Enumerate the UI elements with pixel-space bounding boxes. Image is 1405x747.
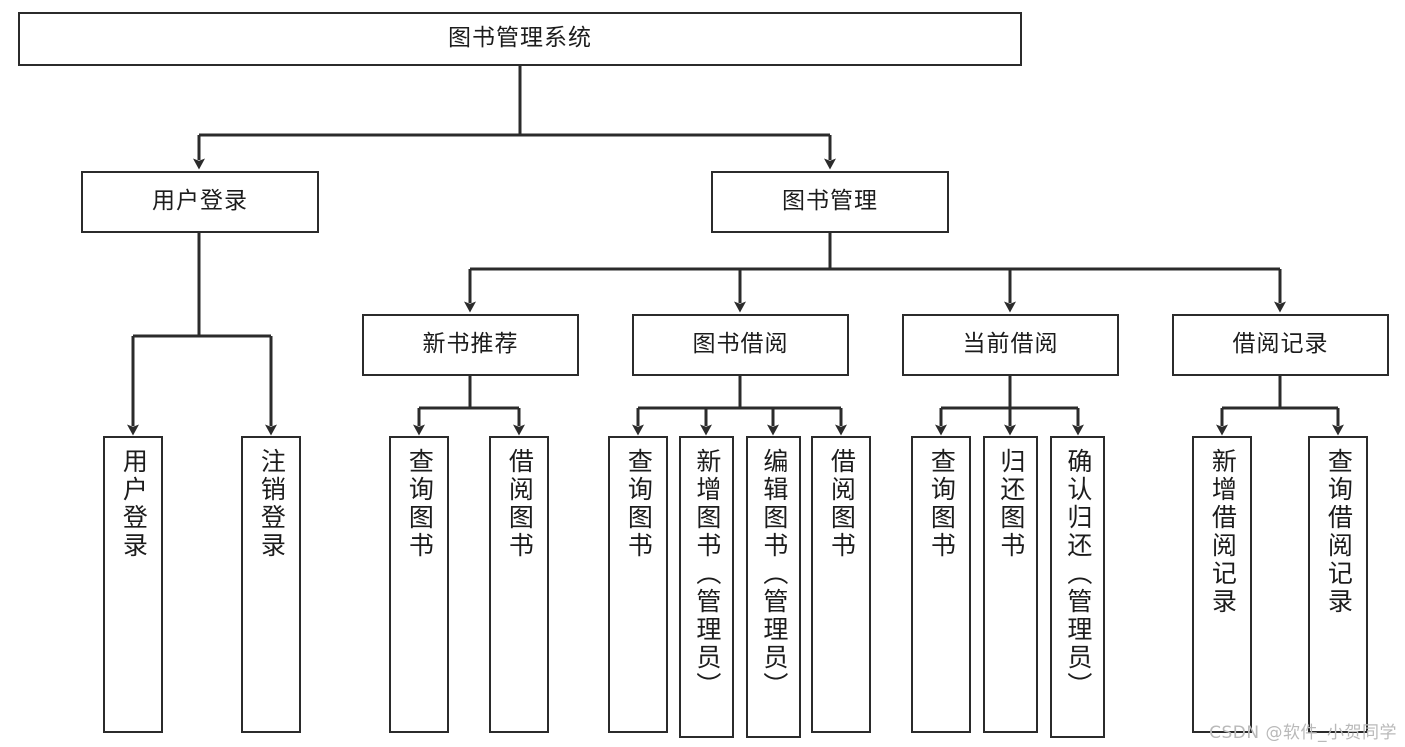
leaf-borrow-edit-book-admin-label: 编辑图书（管理员） xyxy=(759,448,789,700)
node-book-management-label: 图书管理 xyxy=(782,188,878,215)
node-new-book-recommend[interactable]: 新书推荐 xyxy=(362,314,579,376)
node-borrow-record-label: 借阅记录 xyxy=(1232,331,1329,358)
node-book-borrow-label: 图书借阅 xyxy=(692,331,789,358)
leaf-borrow-edit-book-admin[interactable]: 编辑图书（管理员） xyxy=(746,436,801,738)
node-root[interactable]: 图书管理系统 xyxy=(18,12,1022,66)
csdn-watermark: CSDN @软件_小贺同学 xyxy=(1209,723,1397,743)
leaf-newbook-borrow-book[interactable]: 借阅图书 xyxy=(489,436,549,733)
leaf-record-query-record[interactable]: 查询借阅记录 xyxy=(1308,436,1368,733)
leaf-current-query-book[interactable]: 查询图书 xyxy=(911,436,971,733)
node-user-login[interactable]: 用户登录 xyxy=(81,171,319,233)
leaf-current-return-book[interactable]: 归还图书 xyxy=(983,436,1038,733)
node-new-book-recommend-label: 新书推荐 xyxy=(422,331,519,358)
node-book-borrow[interactable]: 图书借阅 xyxy=(632,314,849,376)
node-book-management[interactable]: 图书管理 xyxy=(711,171,949,233)
leaf-user-logout[interactable]: 注销登录 xyxy=(241,436,301,733)
leaf-borrow-add-book-admin[interactable]: 新增图书（管理员） xyxy=(679,436,734,738)
leaf-newbook-query-book[interactable]: 查询图书 xyxy=(389,436,449,733)
leaf-record-query-record-label: 查询借阅记录 xyxy=(1324,448,1354,616)
leaf-current-confirm-return-admin[interactable]: 确认归还（管理员） xyxy=(1050,436,1105,738)
node-borrow-record[interactable]: 借阅记录 xyxy=(1172,314,1389,376)
leaf-current-query-book-label: 查询图书 xyxy=(927,448,957,560)
node-current-borrow[interactable]: 当前借阅 xyxy=(902,314,1119,376)
leaf-current-confirm-return-admin-label: 确认归还（管理员） xyxy=(1063,448,1093,700)
leaf-newbook-query-book-label: 查询图书 xyxy=(405,448,435,560)
leaf-borrow-query-book[interactable]: 查询图书 xyxy=(608,436,668,733)
leaf-borrow-add-book-admin-label: 新增图书（管理员） xyxy=(692,448,722,700)
leaf-newbook-borrow-book-label: 借阅图书 xyxy=(505,448,535,560)
node-user-login-label: 用户登录 xyxy=(152,188,248,215)
leaf-user-logout-label: 注销登录 xyxy=(257,448,287,560)
leaf-borrow-query-book-label: 查询图书 xyxy=(624,448,654,560)
leaf-user-login[interactable]: 用户登录 xyxy=(103,436,163,733)
leaf-user-login-label: 用户登录 xyxy=(119,448,149,560)
leaf-record-add-record-label: 新增借阅记录 xyxy=(1208,448,1238,616)
node-current-borrow-label: 当前借阅 xyxy=(962,331,1059,358)
node-root-label: 图书管理系统 xyxy=(448,25,592,52)
leaf-borrow-borrow-book-label: 借阅图书 xyxy=(827,448,857,560)
leaf-borrow-borrow-book[interactable]: 借阅图书 xyxy=(811,436,871,733)
leaf-current-return-book-label: 归还图书 xyxy=(996,448,1026,560)
leaf-record-add-record[interactable]: 新增借阅记录 xyxy=(1192,436,1252,733)
